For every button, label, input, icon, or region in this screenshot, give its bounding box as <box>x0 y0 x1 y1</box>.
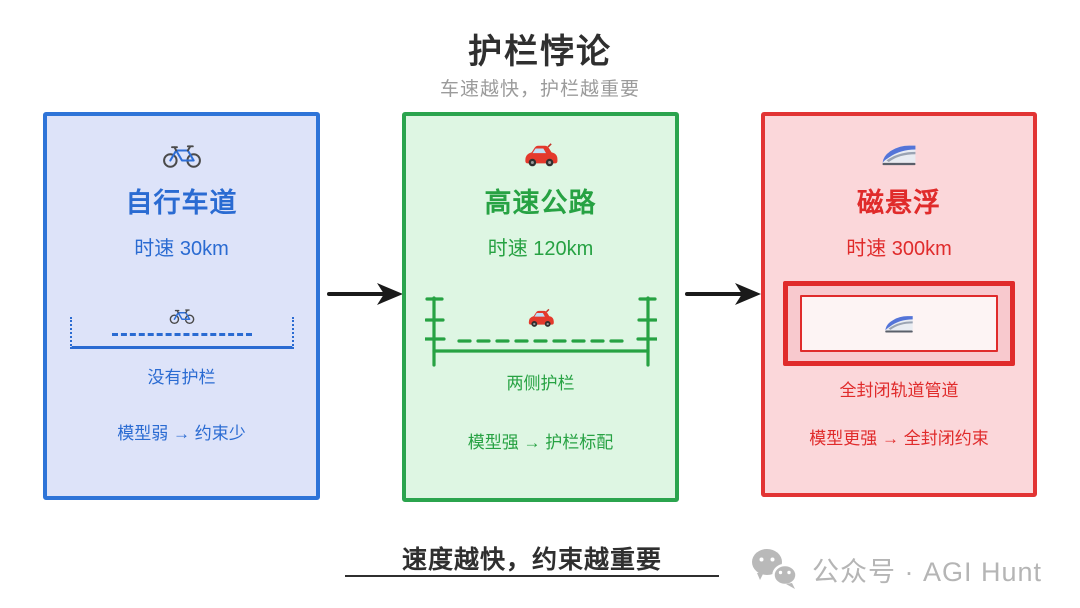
arrow-right-icon <box>685 281 761 307</box>
conclusion-text: 模型强 → 护栏标配 <box>467 433 614 452</box>
conclusion-text: 模型弱 → 约束少 <box>117 424 246 443</box>
card-title: 自行车道 <box>125 188 238 218</box>
card-speed: 时速 120km <box>487 238 594 260</box>
bicycle-lane-card: 自行车道 时速 30km 没有护栏 模型弱 → 约束少 <box>43 112 320 500</box>
conclusion-text: 模型更强 → 全封闭约束 <box>809 429 989 448</box>
maglev-card: 磁悬浮 时速 300km 全封闭轨道管道 模型更强 → 全封闭约束 <box>761 112 1037 497</box>
wechat-icon <box>750 548 800 590</box>
diagram-label: 两侧护栏 <box>506 374 575 393</box>
car-icon <box>523 138 559 172</box>
arrow-right-icon <box>327 281 403 307</box>
guardrail-diagram <box>424 295 657 367</box>
footer-underline <box>345 575 719 577</box>
card-speed: 时速 300km <box>846 238 952 260</box>
enclosed-track-diagram <box>783 281 1015 366</box>
lane-dash-line <box>111 333 252 336</box>
diagram-label: 没有护栏 <box>147 368 216 387</box>
card-speed: 时速 30km <box>134 238 229 260</box>
watermark-text: 公众号 · AGI Hunt <box>812 556 1043 587</box>
card-title: 磁悬浮 <box>857 188 941 218</box>
watermark: 公众号 · AGI Hunt <box>750 548 1042 590</box>
highway-card: 高速公路 时速 120km <box>402 112 679 502</box>
card-title: 高速公路 <box>484 188 597 218</box>
bicycle-icon <box>162 138 202 172</box>
page-subtitle: 车速越快，护栏越重要 <box>439 79 640 100</box>
page-title: 护栏悖论 <box>468 33 612 71</box>
diagram-label: 全封闭轨道管道 <box>839 381 959 400</box>
guardrail-posts <box>424 296 657 367</box>
train-icon-small <box>884 314 914 334</box>
car-icon-small <box>527 308 555 329</box>
bicycle-icon-small <box>169 307 195 325</box>
train-icon <box>881 138 917 172</box>
enclosed-track-inner <box>800 295 998 352</box>
footer-slogan: 速度越快，约束越重要 <box>401 546 662 574</box>
bike-lane-diagram <box>69 309 294 349</box>
